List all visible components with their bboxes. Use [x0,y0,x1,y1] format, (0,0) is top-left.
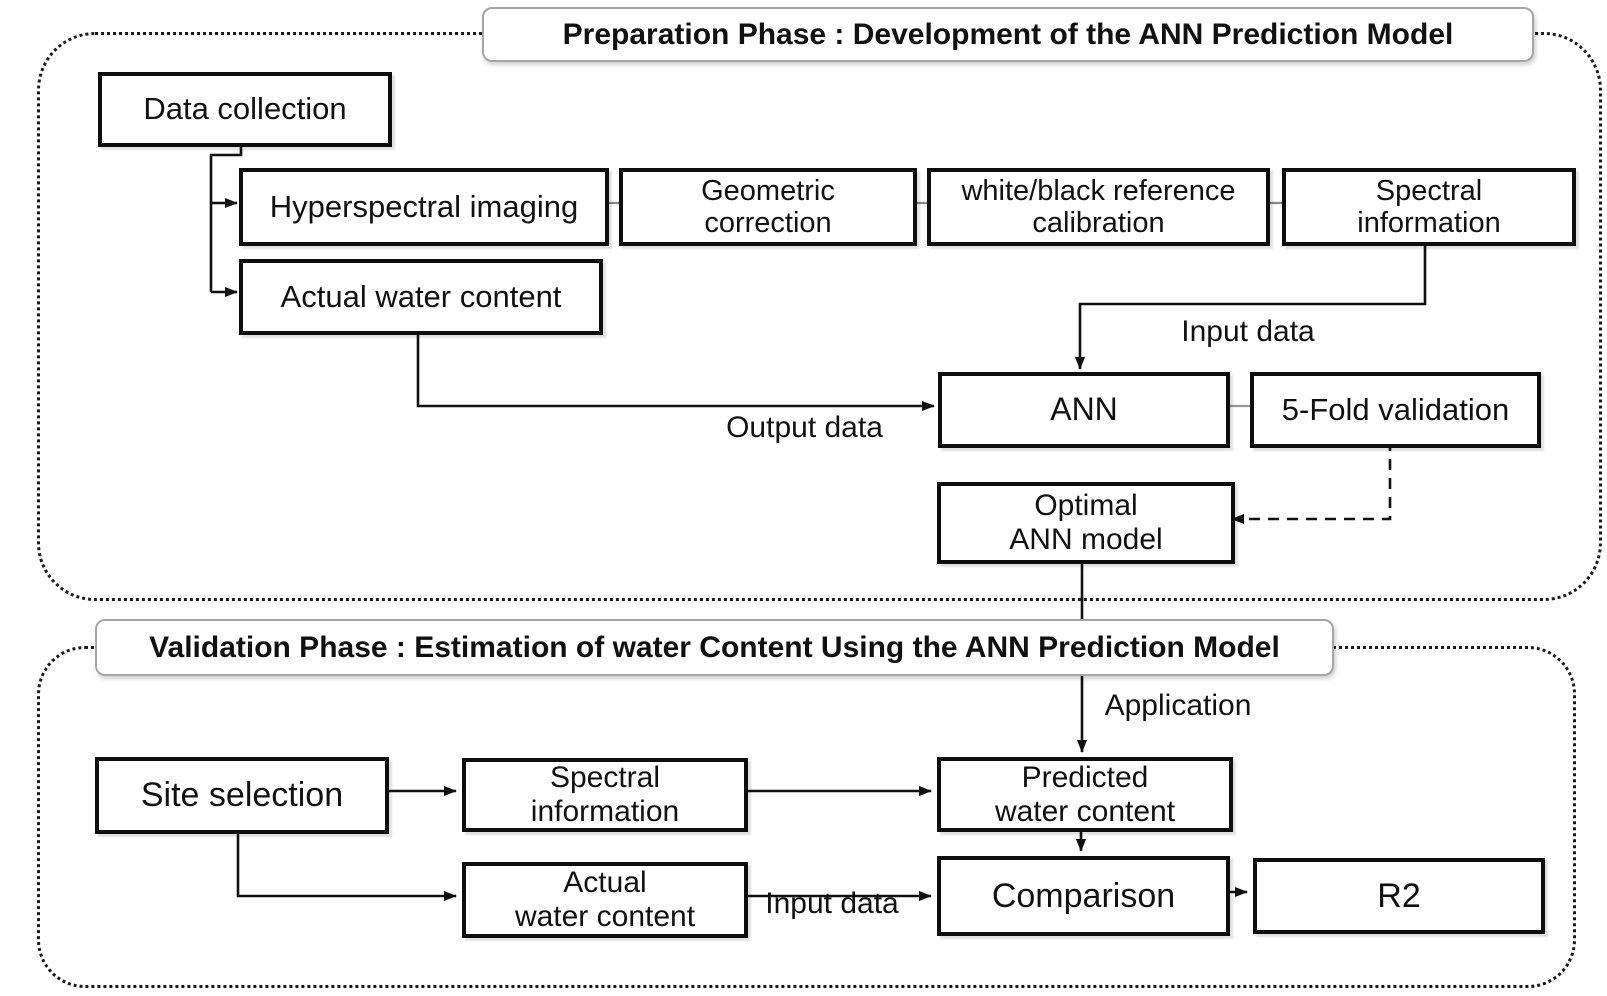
label-application: Application [1104,689,1252,722]
edge-spectral-to-ann [1075,238,1427,370]
box-comparison: Comparison [937,856,1230,936]
edge-actual-water-to-ann [416,327,935,411]
box-optimal-ann-model: Optimal ANN model [937,482,1235,564]
edge-site-to-actual-water [236,826,457,901]
box-ann: ANN [938,372,1230,448]
label-input-data-top: Input data [1181,315,1315,348]
edge-fivefold-to-optimal-dashed [1231,440,1392,524]
box-actual-water-content-top: Actual water content [239,259,603,335]
box-white-black-reference-calibration: white/black reference calibration [927,168,1270,246]
box-geometric-correction: Geometric correction [619,168,917,246]
validation-phase-title: Validation Phase : Estimation of water C… [95,619,1334,676]
box-site-selection: Site selection [95,757,389,834]
label-output-data: Output data [726,411,883,444]
box-spectral-information-top: Spectral information [1282,168,1576,246]
box-data-collection: Data collection [98,72,392,147]
box-spectral-information-bottom: Spectral information [462,758,748,832]
box-hyperspectral-imaging: Hyperspectral imaging [239,168,609,246]
preparation-phase-title: Preparation Phase : Development of the A… [482,7,1534,62]
label-input-data-bottom: Input data [765,887,899,920]
box-actual-water-content-bottom: Actual water content [462,862,748,938]
box-r2: R2 [1253,858,1545,934]
edge-data-collection-trunk [209,139,243,292]
box-five-fold-validation: 5-Fold validation [1250,372,1541,448]
box-predicted-water-content: Predicted water content [937,757,1233,832]
